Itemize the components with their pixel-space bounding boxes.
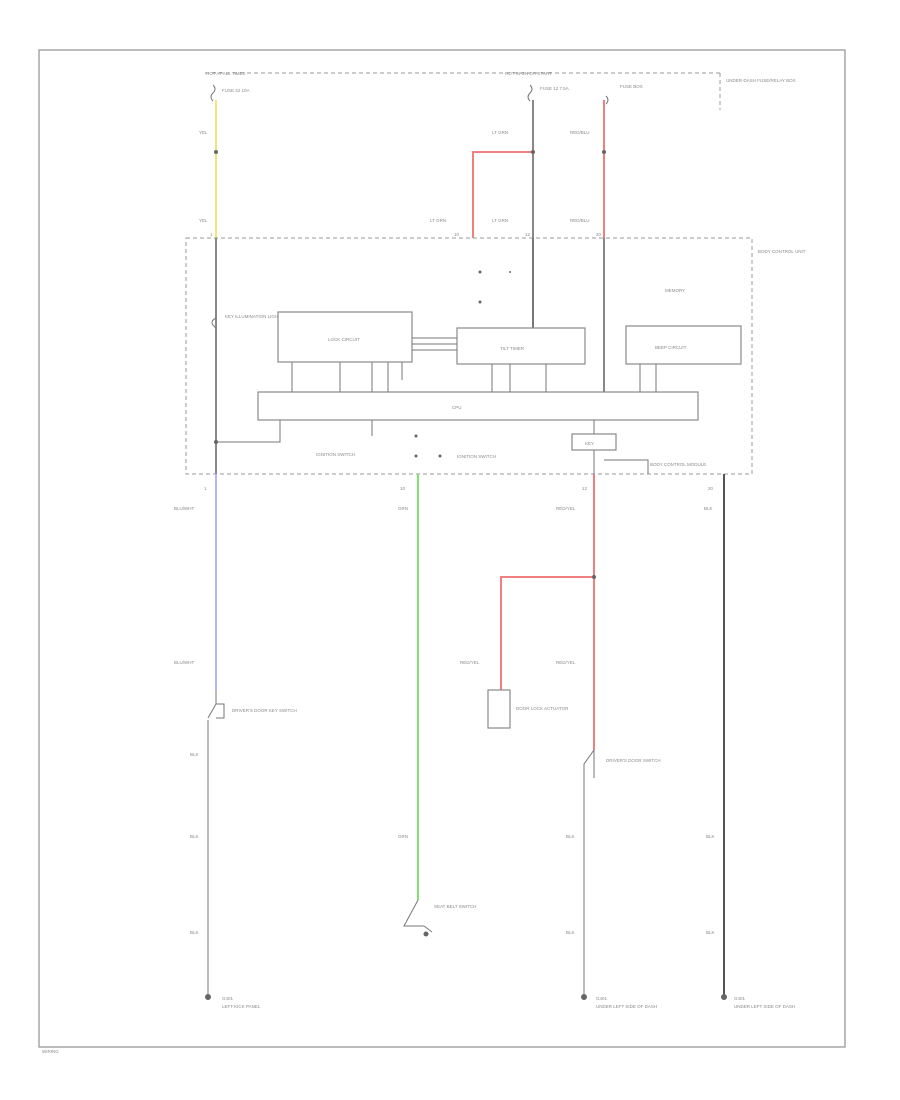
ground-c-icon — [721, 994, 727, 1000]
fuse-mid-icon — [527, 84, 533, 102]
fuse-right-icon — [605, 95, 609, 105]
cpu-left-link — [216, 420, 281, 443]
marker-c — [509, 271, 511, 273]
label-lower-grn: GRN — [398, 506, 408, 511]
label-lower-grn-b: GRN — [398, 834, 408, 839]
label-door-switch-note: IGNITION SWITCH — [316, 452, 355, 457]
label-pin-bot-1: 1 — [204, 486, 207, 491]
door-switch-icon — [583, 749, 595, 778]
label-ground-c-note: UNDER LEFT SIDE OF DASH — [734, 1004, 795, 1009]
label-pin-top-3: 12 — [525, 232, 531, 237]
label-wire-yel-top: YEL — [199, 130, 208, 135]
label-lower-red-b: RED/YEL — [460, 660, 480, 665]
splice-red-branch — [592, 575, 596, 579]
wire-red-jumper — [472, 151, 533, 238]
marker-e — [414, 454, 418, 458]
label-pin-bot-2: 10 — [400, 486, 406, 491]
wire-red-branch — [500, 576, 594, 690]
door-lock-actuator-box — [487, 689, 511, 729]
lock-circuit-box — [277, 311, 413, 363]
label-beep-circuit: BEEP CIRCUIT — [655, 345, 687, 350]
label-wire-redblu-a: RED/BLU — [570, 130, 590, 135]
footer-label: WIRING — [42, 1049, 59, 1054]
label-lower-red-a: RED/YEL — [556, 506, 576, 511]
label-ground-a: G401 — [222, 996, 234, 1001]
splice-top-left — [214, 150, 218, 154]
label-sw-door-lock-note: DOOR LOCK ACTUATOR — [516, 706, 569, 711]
label-wire-ltgrn-b: LT GRN — [430, 218, 446, 223]
control-module-boundary — [185, 237, 753, 475]
label-memory: MEMORY — [665, 288, 685, 293]
diagram-frame — [38, 49, 846, 1048]
label-top-right-note: FUSE BOX — [620, 84, 643, 89]
label-ground-blk-6: BLK — [706, 930, 715, 935]
label-tilt-timer: TILT TIMER — [500, 346, 525, 351]
label-ground-a-note: LEFT KICK PANEL — [222, 1004, 261, 1009]
label-ground-b-note: UNDER LEFT SIDE OF DASH — [596, 1004, 657, 1009]
label-lower-blk-b: BLK — [190, 752, 199, 757]
label-top-left-source: HOT AT ALL TIMES — [206, 71, 246, 76]
label-left-note: KEY ILLUMINATION LIGHT — [225, 314, 281, 319]
marker-b — [478, 300, 482, 304]
label-pin-top-2: 10 — [454, 232, 460, 237]
label-top-mid-fuse: FUSE 12 7.5A — [540, 86, 569, 91]
label-lower-blk-a: BLK — [704, 506, 713, 511]
label-ignition: IGNITION SWITCH — [457, 454, 496, 459]
label-lower-blu: BLU/WHT — [174, 506, 195, 511]
label-ground-blk-4: BLK — [190, 930, 199, 935]
fuse-left-icon — [210, 84, 216, 102]
label-key-sensor: KEY — [585, 441, 594, 446]
ground-a-icon — [205, 994, 211, 1000]
cpu-box — [257, 391, 699, 421]
label-sw-seatbelt: SEAT BELT SWITCH — [434, 904, 476, 909]
label-lock-circuit: LOCK CIRCUIT — [328, 337, 360, 342]
label-ecu-group: BODY CONTROL MODULE — [650, 462, 706, 467]
label-ground-blk-1: BLK — [190, 834, 199, 839]
seatbelt-switch-icon — [403, 899, 433, 933]
label-wire-yel-bot: YEL — [199, 218, 208, 223]
label-side-module: BODY CONTROL UNIT — [758, 249, 806, 254]
door-key-switch-icon — [207, 690, 225, 719]
beep-circuit-box — [625, 325, 742, 365]
label-sw-door-lock: DRIVER'S DOOR KEY SWITCH — [232, 708, 297, 713]
marker-d — [414, 434, 418, 438]
label-pin-bot-3: 12 — [582, 486, 588, 491]
tilt-timer-box — [456, 327, 586, 365]
label-wire-ltgrn-a: LT GRN — [492, 130, 508, 135]
key-sensor-side — [604, 459, 649, 474]
label-cpu: CPU — [452, 405, 462, 410]
splice-cpu-left — [214, 440, 218, 444]
label-lower-blu-b: BLU/WHT — [174, 660, 195, 665]
marker-f — [438, 454, 442, 458]
marker-a — [478, 270, 482, 274]
label-ground-blk-2: BLK — [566, 834, 575, 839]
label-ground-b: G401 — [596, 996, 608, 1001]
label-pin-top-1: 1 — [210, 232, 213, 237]
splice-top-mid — [531, 150, 535, 154]
label-sw-door: DRIVER'S DOOR SWITCH — [606, 758, 661, 763]
key-light-icon — [211, 317, 217, 329]
label-wire-ltgrn-c: LT GRN — [492, 218, 508, 223]
label-pin-bot-4: 20 — [708, 486, 714, 491]
label-pin-top-4: 20 — [596, 232, 602, 237]
ground-b-icon — [581, 994, 587, 1000]
splice-top-right — [602, 150, 606, 154]
seatbelt-ground-dot — [423, 931, 429, 937]
label-ground-c: G401 — [734, 996, 746, 1001]
label-ground-blk-5: BLK — [566, 930, 575, 935]
label-ground-blk-3: BLK — [706, 834, 715, 839]
label-wire-redblu-b: RED/BLU — [570, 218, 590, 223]
label-lower-red-c: RED/YEL — [556, 660, 576, 665]
label-top-left-fuse: FUSE 42 10A — [222, 88, 250, 93]
label-top-far-right: UNDER-DASH FUSE/RELAY BOX — [726, 78, 796, 83]
cpu-connection-stubs — [291, 362, 657, 392]
